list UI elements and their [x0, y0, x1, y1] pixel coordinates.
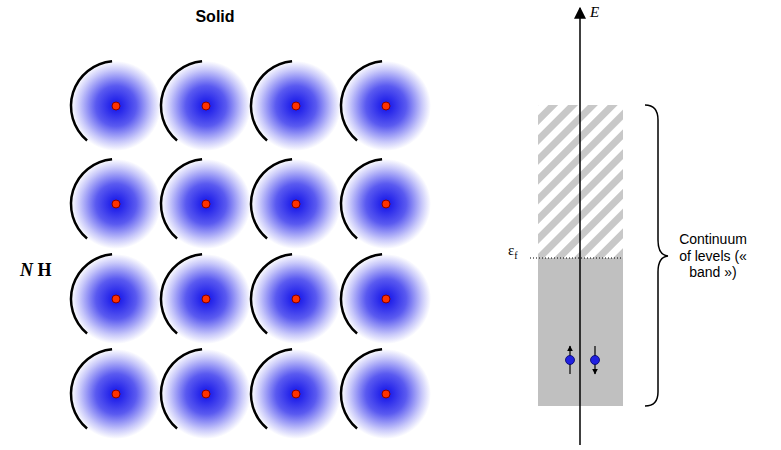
nucleus [202, 390, 210, 398]
electron [566, 356, 575, 365]
atom-outline [251, 349, 292, 428]
fermi-line [530, 258, 623, 259]
nucleus [292, 200, 300, 208]
nucleus [382, 390, 390, 398]
electron-cloud [71, 159, 161, 249]
electron-cloud [341, 349, 431, 439]
nucleus [112, 102, 120, 110]
atom-grid [71, 61, 431, 439]
atom-outline [71, 349, 112, 428]
atom-outline [161, 159, 202, 238]
electron-cloud [71, 349, 161, 439]
electron-cloud [161, 61, 251, 151]
atom-outline [71, 61, 112, 140]
atom-outline [251, 61, 292, 140]
atom-outline [251, 159, 292, 238]
nucleus [292, 295, 300, 303]
electron-cloud [161, 254, 251, 344]
nucleus [382, 295, 390, 303]
atom-outline [251, 254, 292, 333]
atom-outline [341, 61, 382, 140]
nucleus [112, 390, 120, 398]
atom-outline [161, 349, 202, 428]
axis-label: E [590, 4, 599, 21]
electron-cloud [71, 254, 161, 344]
nucleus [202, 200, 210, 208]
nucleus [202, 102, 210, 110]
atom-outline [341, 254, 382, 333]
electron-cloud [341, 254, 431, 344]
atom-outline [161, 61, 202, 140]
electron [591, 356, 600, 365]
electron-cloud [251, 61, 341, 151]
nucleus [382, 102, 390, 110]
atom-outline [161, 254, 202, 333]
nucleus [112, 295, 120, 303]
band-label: Continuum of levels (« band ») [672, 231, 754, 281]
nucleus [112, 200, 120, 208]
atom-outline [71, 159, 112, 238]
electron-cloud [251, 159, 341, 249]
atom-outline [341, 159, 382, 238]
electron-cloud [251, 349, 341, 439]
nucleus [382, 200, 390, 208]
brace [645, 105, 668, 406]
nucleus [202, 295, 210, 303]
electron-cloud [71, 61, 161, 151]
electron-cloud [161, 349, 251, 439]
atom-count: N H [20, 260, 52, 281]
title: Solid [195, 8, 234, 26]
electron-cloud [251, 254, 341, 344]
fermi-label: εf [508, 242, 518, 261]
electron-cloud [341, 159, 431, 249]
nucleus [292, 390, 300, 398]
electron-cloud [161, 159, 251, 249]
energy-axis [579, 8, 581, 445]
nucleus [292, 102, 300, 110]
atom-outline [71, 254, 112, 333]
electron-cloud [341, 61, 431, 151]
atom-outline [341, 349, 382, 428]
